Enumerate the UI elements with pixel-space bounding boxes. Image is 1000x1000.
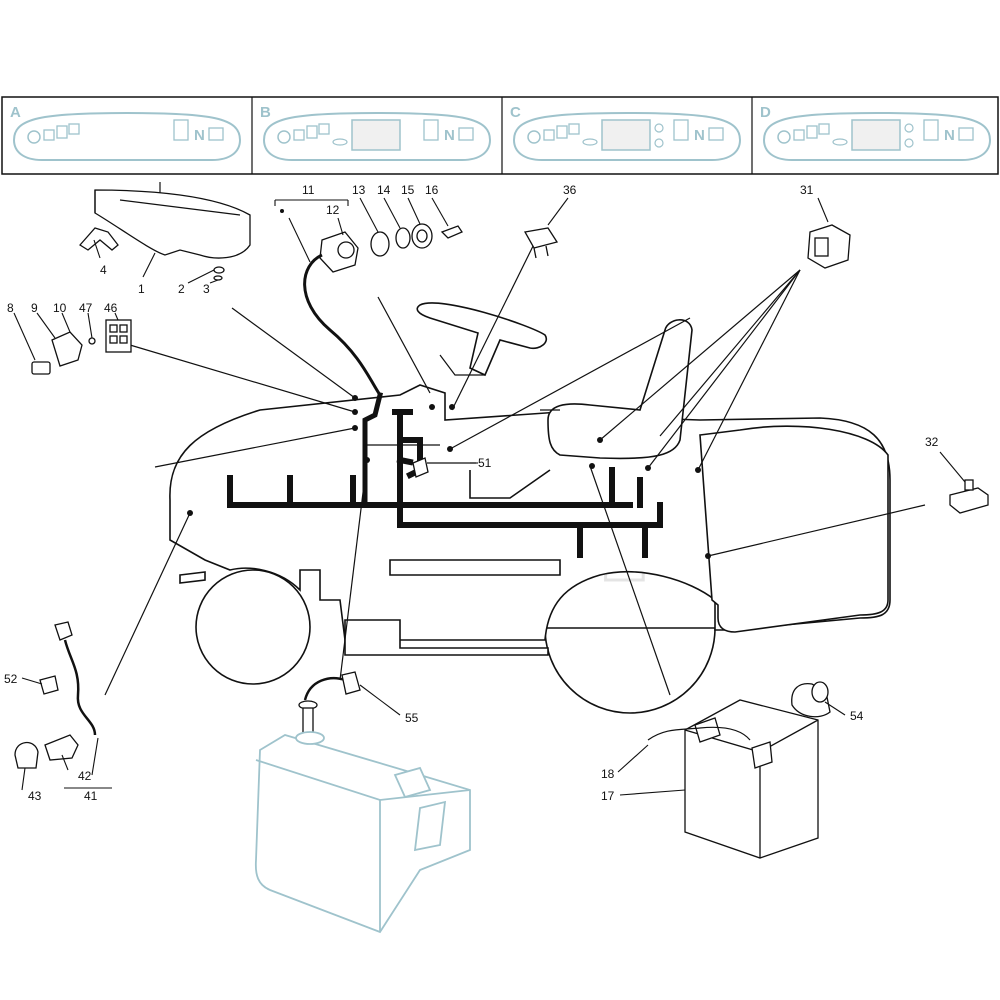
seat-icon [556, 125, 568, 139]
grass-bag-icon [708, 127, 724, 141]
parking-icon [777, 130, 791, 144]
callout-leaders [13, 197, 966, 796]
seat-icon [306, 125, 318, 139]
callout-8: 8 [7, 301, 14, 315]
callout-11: 11 [302, 183, 315, 197]
callout-10: 10 [53, 301, 67, 315]
callout-14: 14 [377, 183, 391, 197]
switch-31-part [807, 224, 851, 269]
operator-seat-icon [673, 119, 689, 141]
callout-numbers: 1 2 3 4 8 9 10 47 46 11 12 13 14 15 16 3… [4, 183, 939, 803]
connector-part [105, 319, 132, 353]
wiring-harness [227, 391, 663, 558]
grass-bag-icon [458, 127, 474, 141]
callout-36: 36 [563, 183, 577, 197]
callout-9: 9 [31, 301, 38, 315]
operator-seat-icon [173, 119, 189, 141]
indicator-light-icon [904, 138, 914, 148]
button-icon [582, 138, 598, 146]
dashboard-outline [12, 111, 242, 161]
seat-icon [806, 125, 818, 139]
callout-47: 47 [79, 301, 93, 315]
neutral-icon: N [944, 127, 955, 144]
callout-12: 12 [326, 203, 340, 217]
clip-part [412, 457, 429, 478]
indicator-light-icon [654, 123, 664, 133]
fuel-tank-ghost [254, 731, 471, 934]
indicator-light-icon [654, 138, 664, 148]
callout-32: 32 [925, 435, 939, 449]
callout-18: 18 [601, 767, 615, 781]
grass-bag-icon [208, 127, 224, 141]
callout-13: 13 [352, 183, 366, 197]
display-screen [601, 119, 651, 151]
battery-part [647, 699, 819, 859]
button-icon [832, 138, 848, 146]
callout-1: 1 [138, 282, 145, 296]
display-screen [851, 119, 901, 151]
callout-42: 42 [78, 769, 92, 783]
basket-icon [568, 123, 580, 135]
warning-icon [43, 129, 55, 141]
rocker-switch-part [523, 227, 559, 259]
panel-label: B [260, 104, 271, 121]
dashboard-variant-c: CN [510, 104, 742, 161]
basket-icon [818, 123, 830, 135]
parking-icon [27, 130, 41, 144]
micro-switch-part [949, 479, 989, 514]
callout-17: 17 [601, 789, 615, 803]
callout-2: 2 [178, 282, 185, 296]
neutral-icon: N [694, 127, 705, 144]
callout-52: 52 [4, 672, 18, 686]
parking-icon [527, 130, 541, 144]
panel-label: D [760, 104, 771, 121]
dashboard-variant-b: BN [260, 104, 492, 161]
panel-label: C [510, 104, 521, 121]
callout-51: 51 [478, 456, 492, 470]
warning-icon [293, 129, 305, 141]
dashboard-variant-a: AN [10, 104, 242, 161]
button-icon [332, 138, 348, 146]
seat-icon [56, 125, 68, 139]
basket-icon [68, 123, 80, 135]
callout-41: 41 [84, 789, 98, 803]
operator-seat-icon [923, 119, 939, 141]
indicator-light-icon [904, 123, 914, 133]
relay-part [51, 331, 83, 367]
ignition-switch-part [303, 231, 382, 396]
callout-46: 46 [104, 301, 118, 315]
fuel-sender-part [298, 671, 361, 734]
operator-seat-icon [423, 119, 439, 141]
neutral-icon: N [444, 127, 455, 144]
callout-55: 55 [405, 711, 419, 725]
panel-label: A [10, 104, 21, 121]
tractor-outline [169, 302, 891, 714]
callout-15: 15 [401, 183, 415, 197]
display-screen [351, 119, 401, 151]
callout-4: 4 [100, 263, 107, 277]
callout-54: 54 [850, 709, 864, 723]
leader-lines [104, 182, 926, 696]
callout-3: 3 [203, 282, 210, 296]
callout-31: 31 [800, 183, 814, 197]
bracket-part [79, 227, 119, 251]
terminal-cap-part [791, 681, 831, 718]
basket-icon [318, 123, 330, 135]
callout-16: 16 [425, 183, 439, 197]
warning-icon [793, 129, 805, 141]
parking-icon [277, 130, 291, 144]
fuse-part [31, 361, 51, 375]
headlamp-part [14, 621, 97, 769]
neutral-icon: N [194, 127, 205, 144]
ignition-parts [370, 223, 463, 257]
warning-icon [543, 129, 555, 141]
callout-43: 43 [28, 789, 42, 803]
dashboard-variant-d: DN [760, 104, 992, 161]
connection-points [187, 209, 711, 559]
grass-bag-icon [958, 127, 974, 141]
dashboard-cover-part [94, 189, 251, 259]
